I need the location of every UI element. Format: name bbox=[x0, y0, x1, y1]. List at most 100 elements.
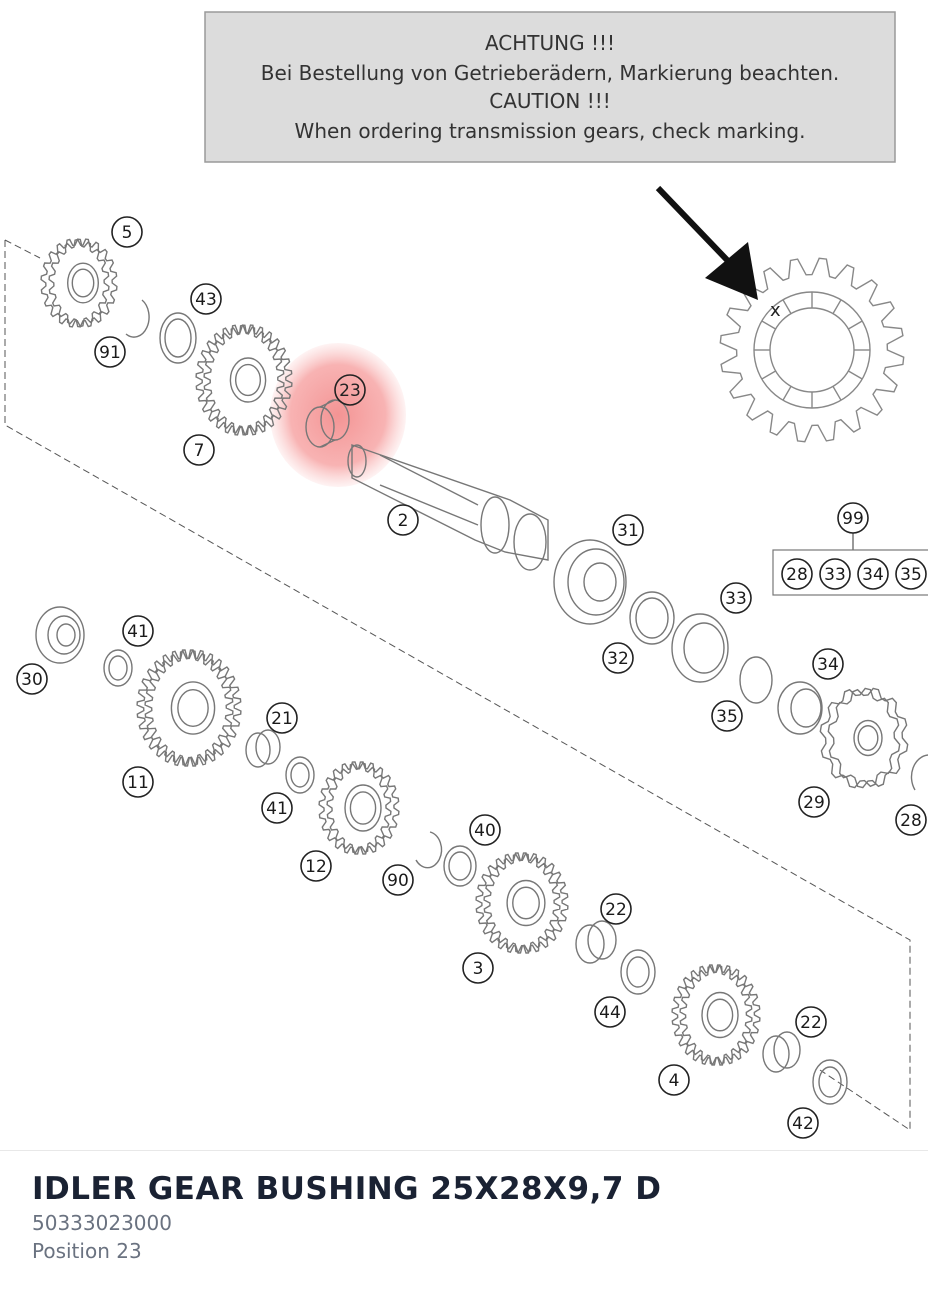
callout-2[interactable]: 2 bbox=[387, 504, 419, 536]
kit-99[interactable] bbox=[772, 532, 928, 596]
washer-41b[interactable] bbox=[285, 756, 315, 794]
callout-42[interactable]: 42 bbox=[787, 1107, 819, 1139]
callout-number: 22 bbox=[605, 900, 627, 920]
callout-22b[interactable]: 22 bbox=[795, 1006, 827, 1038]
callout-91[interactable]: 91 bbox=[94, 336, 126, 368]
washer-42[interactable] bbox=[812, 1059, 848, 1105]
callout-33[interactable]: 33 bbox=[720, 582, 752, 614]
callout-44[interactable]: 44 bbox=[594, 996, 626, 1028]
callout-number: 12 bbox=[305, 857, 327, 877]
caution-line-2: Bei Bestellung von Getrieberädern, Marki… bbox=[261, 61, 840, 85]
callout-23[interactable]: 23 bbox=[334, 374, 366, 406]
callout-number: 44 bbox=[599, 1003, 621, 1023]
callout-22a[interactable]: 22 bbox=[600, 893, 632, 925]
callout-12[interactable]: 12 bbox=[300, 850, 332, 882]
callout-number: 30 bbox=[21, 670, 43, 690]
washer-28[interactable] bbox=[910, 754, 928, 791]
callout-number: 23 bbox=[339, 381, 361, 401]
caution-line-4: When ordering transmission gears, check … bbox=[295, 119, 806, 143]
assembly-frame bbox=[4, 239, 911, 1131]
callout-number: 2 bbox=[398, 511, 409, 531]
callout-3[interactable]: 3 bbox=[462, 952, 494, 984]
shaft-2[interactable] bbox=[347, 444, 549, 571]
callout-number: 33 bbox=[725, 589, 747, 609]
callout-number: 4 bbox=[669, 1071, 680, 1091]
bushing-22b[interactable] bbox=[762, 1031, 801, 1073]
callout-28a[interactable]: 28 bbox=[781, 558, 813, 590]
highlight-position-23 bbox=[270, 343, 406, 487]
caution-notice: ACHTUNG !!! Bei Bestellung von Getrieber… bbox=[204, 11, 896, 163]
callout-5[interactable]: 5 bbox=[111, 216, 143, 248]
exploded-parts-diagram: ACHTUNG !!! Bei Bestellung von Getrieber… bbox=[4, 11, 928, 1139]
ring-32[interactable] bbox=[629, 591, 675, 645]
callout-number: 91 bbox=[99, 343, 121, 363]
washer-43[interactable] bbox=[159, 312, 197, 364]
callout-number: 40 bbox=[474, 821, 496, 841]
callout-90[interactable]: 90 bbox=[382, 864, 414, 896]
callout-number: 28 bbox=[900, 811, 922, 831]
bearing-30[interactable] bbox=[35, 606, 85, 664]
callout-7[interactable]: 7 bbox=[183, 434, 215, 466]
callout-35a[interactable]: 35 bbox=[895, 558, 927, 590]
washer-40[interactable] bbox=[443, 845, 477, 887]
bushing-23[interactable] bbox=[305, 399, 350, 448]
caution-line-1: ACHTUNG !!! bbox=[485, 31, 615, 55]
callout-28[interactable]: 28 bbox=[895, 804, 927, 836]
callout-33a[interactable]: 33 bbox=[819, 558, 851, 590]
callout-34[interactable]: 34 bbox=[812, 648, 844, 680]
callout-number: 21 bbox=[271, 709, 293, 729]
circlip-91[interactable] bbox=[125, 299, 150, 338]
callout-99[interactable]: 99 bbox=[837, 502, 869, 534]
part-number: 50333023000 bbox=[32, 1211, 172, 1235]
callout-number: 34 bbox=[862, 565, 884, 585]
gear-4[interactable] bbox=[671, 964, 761, 1066]
callout-number: 33 bbox=[824, 565, 846, 585]
arrow-head-icon bbox=[705, 242, 758, 300]
callout-31[interactable]: 31 bbox=[612, 514, 644, 546]
callout-number: 11 bbox=[127, 773, 149, 793]
washer-44[interactable] bbox=[620, 949, 656, 995]
gear-marking: x bbox=[770, 300, 781, 321]
callout-number: 41 bbox=[127, 622, 149, 642]
bearing-31[interactable] bbox=[553, 539, 627, 625]
callout-43[interactable]: 43 bbox=[190, 283, 222, 315]
callout-number: 34 bbox=[817, 655, 839, 675]
gear-3[interactable] bbox=[475, 852, 569, 954]
callout-number: 31 bbox=[617, 521, 639, 541]
callout-number: 7 bbox=[194, 441, 205, 461]
callout-number: 90 bbox=[387, 871, 409, 891]
gear-11[interactable] bbox=[136, 649, 242, 767]
bushing-22a[interactable] bbox=[575, 920, 617, 964]
sprocket-29[interactable] bbox=[819, 687, 909, 789]
callout-21[interactable]: 21 bbox=[266, 702, 298, 734]
callout-number: 41 bbox=[266, 799, 288, 819]
callout-29[interactable]: 29 bbox=[798, 786, 830, 818]
marked-gear-detail: x bbox=[655, 185, 905, 443]
part-info-panel: IDLER GEAR BUSHING 25X28X9,7 D 503330230… bbox=[0, 1150, 928, 1290]
callout-4[interactable]: 4 bbox=[658, 1064, 690, 1096]
bushing-21[interactable] bbox=[245, 729, 281, 768]
callout-number: 5 bbox=[122, 223, 133, 243]
callout-41a[interactable]: 41 bbox=[122, 615, 154, 647]
callout-number: 32 bbox=[607, 649, 629, 669]
washer-41a[interactable] bbox=[103, 649, 133, 687]
callout-30[interactable]: 30 bbox=[16, 663, 48, 695]
callout-35[interactable]: 35 bbox=[711, 700, 743, 732]
callout-41b[interactable]: 41 bbox=[261, 792, 293, 824]
callout-number: 35 bbox=[900, 565, 922, 585]
callout-number: 99 bbox=[842, 509, 864, 529]
gear-7[interactable] bbox=[195, 324, 293, 436]
seal-33[interactable] bbox=[671, 613, 729, 683]
gear-12[interactable] bbox=[318, 761, 400, 855]
callout-40[interactable]: 40 bbox=[469, 814, 501, 846]
gear-5[interactable] bbox=[40, 238, 118, 328]
oring-35[interactable] bbox=[739, 656, 773, 704]
callout-32[interactable]: 32 bbox=[602, 642, 634, 674]
part-position: Position 23 bbox=[32, 1239, 142, 1263]
callout-number: 28 bbox=[786, 565, 808, 585]
callout-11[interactable]: 11 bbox=[122, 766, 154, 798]
circlip-90[interactable] bbox=[415, 831, 443, 869]
callout-34a[interactable]: 34 bbox=[857, 558, 889, 590]
spacer-34[interactable] bbox=[777, 681, 823, 735]
